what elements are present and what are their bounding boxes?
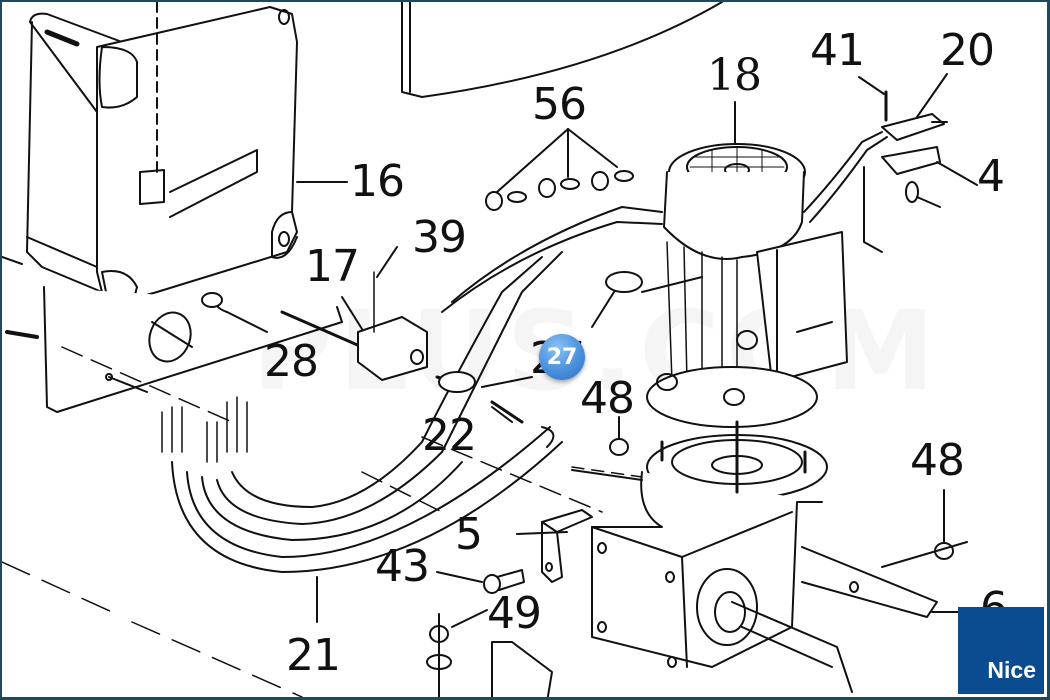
part-label-41[interactable]: 41 [810,25,865,76]
bracket-5 [436,509,593,594]
part-label-17[interactable]: 17 [305,241,360,292]
part-label-56[interactable]: 56 [532,79,587,130]
part-label-22[interactable]: 22 [422,410,477,461]
gearbox [571,420,853,693]
highlight-badge-27[interactable]: 27 [539,334,585,380]
motor-18 [641,101,888,428]
brand-name: Nice [987,657,1036,683]
part-label-28[interactable]: 28 [264,336,319,387]
nut-48-left [609,438,629,456]
wiring-harness-21 [161,206,663,623]
part-label-48-right[interactable]: 48 [910,435,965,486]
part-label-5[interactable]: 5 [455,509,483,560]
part-label-21[interactable]: 21 [286,630,341,681]
part-label-4[interactable]: 4 [977,151,1005,202]
part-label-18[interactable]: 18 [707,50,762,101]
part-label-39[interactable]: 39 [412,212,467,263]
ring-terminals-56 [485,128,634,211]
switch-assembly [858,73,978,253]
part-label-48-left[interactable]: 48 [580,373,635,424]
mounting-plate [5,286,343,413]
part-label-16[interactable]: 16 [350,156,405,207]
part-label-49[interactable]: 49 [487,588,542,639]
control-box-16 [26,2,348,308]
nice-brand-logo: Nice [958,607,1044,694]
part-label-43[interactable]: 43 [375,541,430,592]
part-label-20[interactable]: 20 [940,25,995,76]
connector-block-17 [201,246,643,423]
nut-49 [426,609,553,697]
